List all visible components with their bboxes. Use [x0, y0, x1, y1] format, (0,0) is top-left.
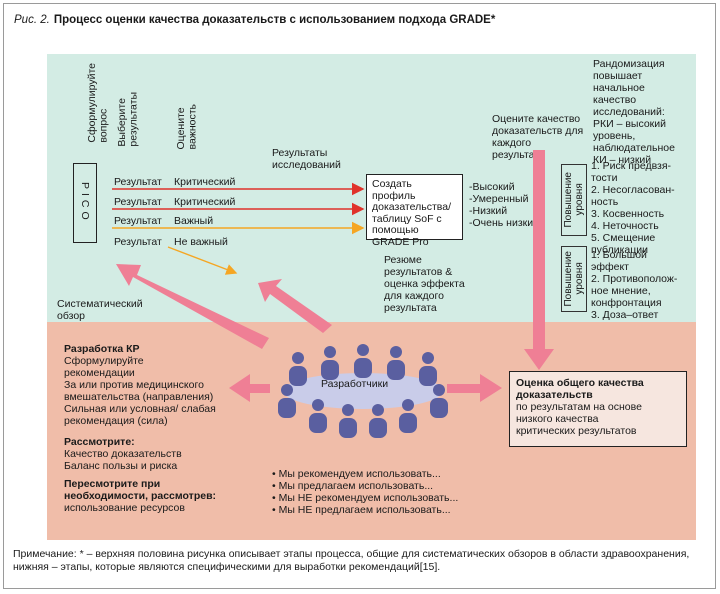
developers-people-icons — [278, 344, 448, 438]
figure-heading: Процесс оценки качества доказательств с … — [53, 14, 496, 26]
importance-row-2: Критический — [174, 196, 236, 208]
figure-note: Примечание: * – верхняя половина рисунка… — [13, 548, 690, 573]
person-icon — [289, 352, 307, 386]
importance-row-4: Не важный — [174, 236, 228, 248]
person-icon — [399, 399, 417, 433]
upgrade-factors-list: 1. Большой эффект 2. Противополож- ное м… — [591, 249, 678, 321]
outcome-row-4: Результат — [114, 236, 162, 248]
guideline-development-block: Разработка КР Сформулируйте рекомендации… — [64, 343, 216, 427]
recommendation-wording-list: • Мы рекомендуем использовать... • Мы пр… — [272, 468, 459, 516]
outcome-row-2: Результат — [114, 196, 162, 208]
evidence-profile-box: Создать профиль доказательства/ таблицу … — [366, 174, 463, 247]
person-icon — [354, 344, 372, 378]
arrow-developers-to-summary — [258, 279, 332, 333]
person-icon — [278, 384, 296, 418]
person-icon — [369, 404, 387, 438]
arrow-developers-to-question — [116, 264, 269, 349]
overall-quality-box: Оценка общего качества доказательств по … — [509, 371, 687, 447]
importance-row-3: Важный — [174, 215, 214, 227]
arrow-quality-down — [524, 150, 554, 370]
downgrade-factors-list: 1. Риск предвзя- тости 2. Несогласован- … — [591, 160, 675, 256]
person-icon — [309, 399, 327, 433]
person-icon — [321, 346, 339, 380]
arrow-to-recommendations — [229, 374, 270, 402]
arrow-to-overall — [447, 374, 502, 402]
pico-box: PICO — [73, 163, 97, 243]
reconsider-block: Пересмотрите при необходимости, рассмотр… — [64, 478, 217, 514]
outcome-row-3: Результат — [114, 215, 162, 227]
figure-frame — [3, 3, 716, 589]
arrow-outcome-4 — [167, 246, 238, 275]
developers-table — [283, 373, 443, 409]
outcome-row-1: Результат — [114, 176, 162, 188]
developers-label: Разработчики — [321, 378, 389, 390]
figure-title: Рис. 2.Процесс оценки качества доказател… — [14, 14, 495, 26]
importance-row-1: Критический — [174, 176, 236, 188]
person-icon — [387, 346, 405, 380]
quality-levels-list: -Высокий -Умеренный -Низкий -Очень низки… — [469, 181, 539, 229]
consider-block: Рассмотрите: Качество доказательств Бала… — [64, 436, 182, 472]
pico-text: PICO — [79, 182, 91, 224]
figure-label: Рис. 2. — [14, 14, 50, 26]
person-icon — [339, 404, 357, 438]
person-icon — [419, 352, 437, 386]
person-icon — [430, 384, 448, 418]
